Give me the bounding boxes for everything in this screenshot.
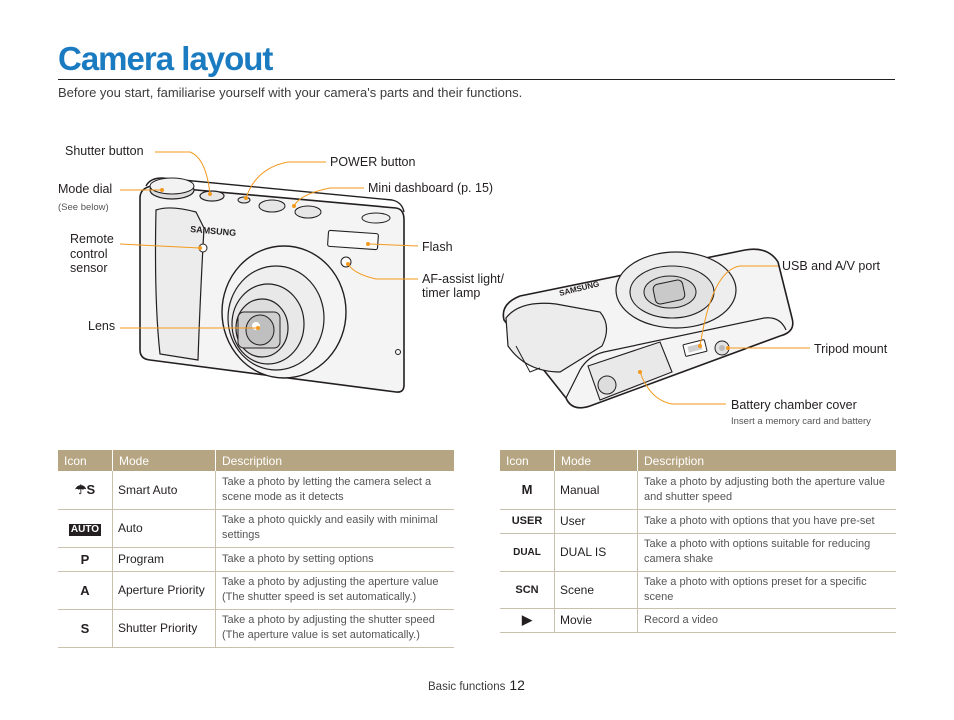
label-af-assist-2: timer lamp <box>422 286 480 300</box>
table-row: A Aperture Priority Take a photo by adju… <box>58 571 454 610</box>
header-description: Description <box>215 450 454 471</box>
table-row: AUTO Auto Take a photo quickly and easil… <box>58 509 454 548</box>
scene-icon: SCN <box>500 571 555 609</box>
table-row: S Shutter Priority Take a photo by adjus… <box>58 609 454 648</box>
mode-description: Take a photo by adjusting the shutter sp… <box>215 609 454 648</box>
auto-icon: AUTO <box>68 524 102 536</box>
label-remote-1: Remote <box>70 232 114 246</box>
label-remote-2: control <box>70 247 108 261</box>
smart-auto-icon: ☂S <box>58 471 113 510</box>
mode-description: Take a photo by setting options <box>215 547 454 572</box>
table-row: SCN Scene Take a photo with options pres… <box>500 571 896 609</box>
label-power-button: POWER button <box>330 155 415 169</box>
label-tripod-mount: Tripod mount <box>814 342 888 356</box>
manual-icon: M <box>500 471 555 510</box>
mode-description: Take a photo by adjusting the aperture v… <box>215 571 454 610</box>
mode-name: Manual <box>554 471 638 510</box>
mode-name: Aperture Priority <box>112 571 216 610</box>
page-title: Camera layout <box>58 40 273 77</box>
callout-lines <box>119 151 810 405</box>
user-icon: USER <box>500 509 555 534</box>
table-row: P Program Take a photo by setting option… <box>58 547 454 572</box>
mode-name: Scene <box>554 571 638 609</box>
page-subtitle: Before you start, familiarise yourself w… <box>58 85 523 100</box>
mode-description: Take a photo by letting the camera selec… <box>215 471 454 510</box>
bottom-camera-illustration: SAMSUNG <box>502 248 794 409</box>
movie-icon: ▶ <box>500 608 555 633</box>
header-mode: Mode <box>112 450 216 471</box>
table-row: DUAL DUAL IS Take a photo with options s… <box>500 533 896 572</box>
label-mode-dial-note: (See below) <box>58 202 109 213</box>
front-camera-illustration: SAMSUNG <box>139 177 405 393</box>
mode-description: Take a photo with options suitable for r… <box>637 533 896 572</box>
page-number: 12 <box>509 677 525 693</box>
label-remote-3: sensor <box>70 261 108 275</box>
mode-name: DUAL IS <box>554 533 638 572</box>
header-description: Description <box>637 450 896 471</box>
mode-name: Smart Auto <box>112 471 216 510</box>
label-flash: Flash <box>422 240 453 254</box>
mode-description: Take a photo by adjusting both the apert… <box>637 471 896 510</box>
label-lens: Lens <box>88 319 115 333</box>
program-icon: P <box>58 547 113 572</box>
table-row: M Manual Take a photo by adjusting both … <box>500 471 896 510</box>
title-divider <box>58 79 895 80</box>
camera-diagram: SAMSUNG SAMSUNG <box>58 144 888 427</box>
mode-name: Movie <box>554 608 638 633</box>
front-brand-logo: SAMSUNG <box>190 224 237 238</box>
mode-name: Shutter Priority <box>112 609 216 648</box>
table-row: USER User Take a photo with options that… <box>500 509 896 534</box>
table-header-row: Icon Mode Description <box>500 450 896 471</box>
aperture-priority-icon: A <box>58 571 113 610</box>
shutter-priority-icon: S <box>58 609 113 648</box>
label-mini-dashboard: Mini dashboard (p. 15) <box>368 181 493 195</box>
table-row: ☂S Smart Auto Take a photo by letting th… <box>58 471 454 510</box>
dual-is-icon: DUAL <box>500 533 555 572</box>
mode-description: Take a photo with options that you have … <box>637 509 896 534</box>
mode-table-left: Icon Mode Description ☂S Smart Auto Take… <box>58 450 454 648</box>
label-af-assist-1: AF-assist light/ <box>422 272 504 286</box>
header-icon: Icon <box>58 450 113 471</box>
label-battery-cover: Battery chamber cover <box>731 398 857 412</box>
header-mode: Mode <box>554 450 638 471</box>
label-usb-av-port: USB and A/V port <box>782 259 881 273</box>
mode-name: User <box>554 509 638 534</box>
mode-description: Record a video <box>637 608 896 633</box>
table-row: ▶ Movie Record a video <box>500 608 896 633</box>
label-shutter-button: Shutter button <box>65 144 144 158</box>
footer-section: Basic functions <box>428 681 506 693</box>
table-header-row: Icon Mode Description <box>58 450 454 471</box>
mode-description: Take a photo quickly and easily with min… <box>215 509 454 548</box>
mode-name: Program <box>112 547 216 572</box>
header-icon: Icon <box>500 450 555 471</box>
mode-table-right: Icon Mode Description M Manual Take a ph… <box>500 450 896 633</box>
mode-name: Auto <box>112 509 216 548</box>
label-battery-note: Insert a memory card and battery <box>731 416 871 427</box>
mode-description: Take a photo with options preset for a s… <box>637 571 896 609</box>
label-mode-dial: Mode dial <box>58 182 112 196</box>
